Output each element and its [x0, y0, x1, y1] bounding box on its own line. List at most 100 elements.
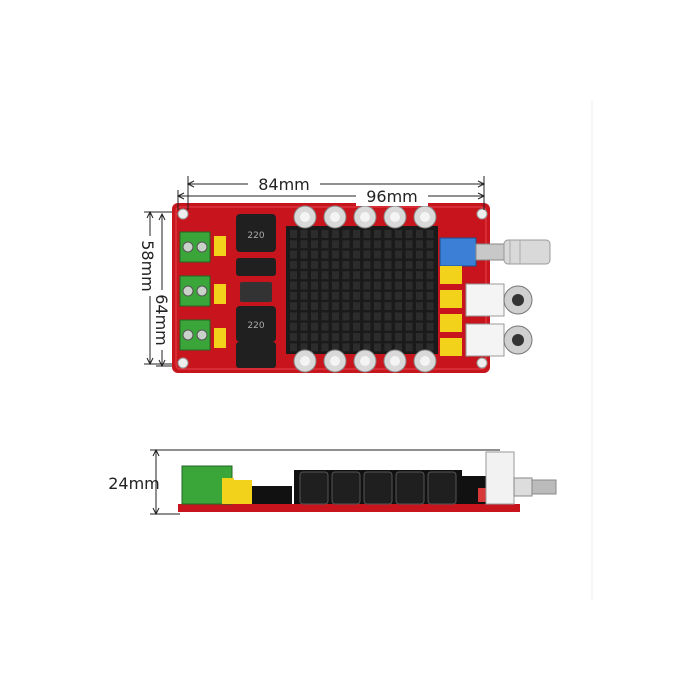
fin [374, 291, 381, 300]
fin [332, 333, 339, 341]
capacitor-row-top [293, 205, 437, 229]
fin [395, 281, 402, 290]
fin [311, 333, 318, 341]
fin [300, 343, 308, 352]
fin [353, 291, 360, 300]
fin [416, 302, 423, 311]
inductor-label: 220 [247, 321, 264, 331]
capacitor-top [420, 212, 430, 222]
terminal-screw [196, 285, 208, 297]
fin [384, 250, 392, 259]
fin [416, 271, 423, 280]
mounting-hole [177, 208, 189, 220]
fin [405, 343, 413, 352]
fin [332, 312, 339, 321]
fin [416, 343, 423, 352]
rca-center [512, 334, 524, 346]
label-bg [356, 186, 428, 206]
fin [290, 312, 297, 321]
fin [321, 250, 329, 259]
dim-arrow [186, 180, 195, 188]
fin [363, 312, 371, 321]
fin [353, 302, 360, 311]
fin [321, 260, 329, 269]
fin [311, 230, 318, 238]
fin [426, 250, 434, 259]
fin [353, 260, 360, 269]
film-capacitor [440, 290, 462, 308]
film-capacitor-side [234, 480, 252, 504]
fin [416, 240, 423, 249]
fin [384, 302, 392, 311]
fin [353, 250, 360, 259]
fin [405, 281, 413, 290]
diode [240, 282, 272, 302]
fin [384, 240, 392, 249]
fin [321, 240, 329, 249]
fin [290, 322, 297, 331]
fin [416, 281, 423, 290]
fin [342, 271, 350, 280]
fin [300, 250, 308, 259]
fin [332, 230, 339, 238]
dim-arrow [477, 192, 486, 200]
rca-jack [465, 283, 533, 317]
fin [416, 333, 423, 341]
fin [405, 250, 413, 259]
rca-center [512, 294, 524, 306]
fin [332, 240, 339, 249]
fin [395, 343, 402, 352]
film-capacitor [440, 338, 462, 356]
fin [321, 333, 329, 341]
dim-label-58mm: 58mm [138, 240, 157, 292]
fin [311, 302, 318, 311]
fin [332, 271, 339, 280]
fin [405, 271, 413, 280]
inductor [236, 258, 276, 276]
fin [363, 250, 371, 259]
film-capacitor [440, 314, 462, 332]
fin [290, 230, 297, 238]
fin [300, 322, 308, 331]
fin [405, 230, 413, 238]
fin [405, 260, 413, 269]
fin [416, 230, 423, 238]
fin [342, 333, 350, 341]
fin [405, 333, 413, 341]
fin [300, 260, 308, 269]
fin [416, 291, 423, 300]
fin [395, 250, 402, 259]
fin [290, 281, 297, 290]
fin [290, 291, 297, 300]
fin [395, 260, 402, 269]
fin [374, 271, 381, 280]
dim-arrow [158, 212, 166, 221]
fin [321, 322, 329, 331]
pcb-side [178, 504, 520, 512]
heatsink-fins [290, 230, 434, 352]
fin [311, 322, 318, 331]
fin [426, 322, 434, 331]
fin [332, 302, 339, 311]
dim-label-64mm: 64mm [152, 294, 171, 346]
fin [290, 333, 297, 341]
fin [416, 260, 423, 269]
fin [342, 312, 350, 321]
inductor-label: 220 [247, 231, 264, 241]
fin [363, 333, 371, 341]
dim-arrow [477, 180, 486, 188]
fin [405, 291, 413, 300]
fin [374, 333, 381, 341]
rca-housing [465, 323, 505, 357]
capacitor-top [360, 212, 370, 222]
fin [290, 260, 297, 269]
fin [374, 281, 381, 290]
dim-arrow [152, 448, 160, 457]
fin [363, 291, 371, 300]
dim-label-24mm: 24mm [108, 474, 160, 493]
inductors: 220 220 [236, 214, 276, 368]
rca-tip [531, 479, 557, 495]
fin [321, 281, 329, 290]
capacitor-top [300, 356, 310, 366]
label-bg [248, 174, 320, 194]
